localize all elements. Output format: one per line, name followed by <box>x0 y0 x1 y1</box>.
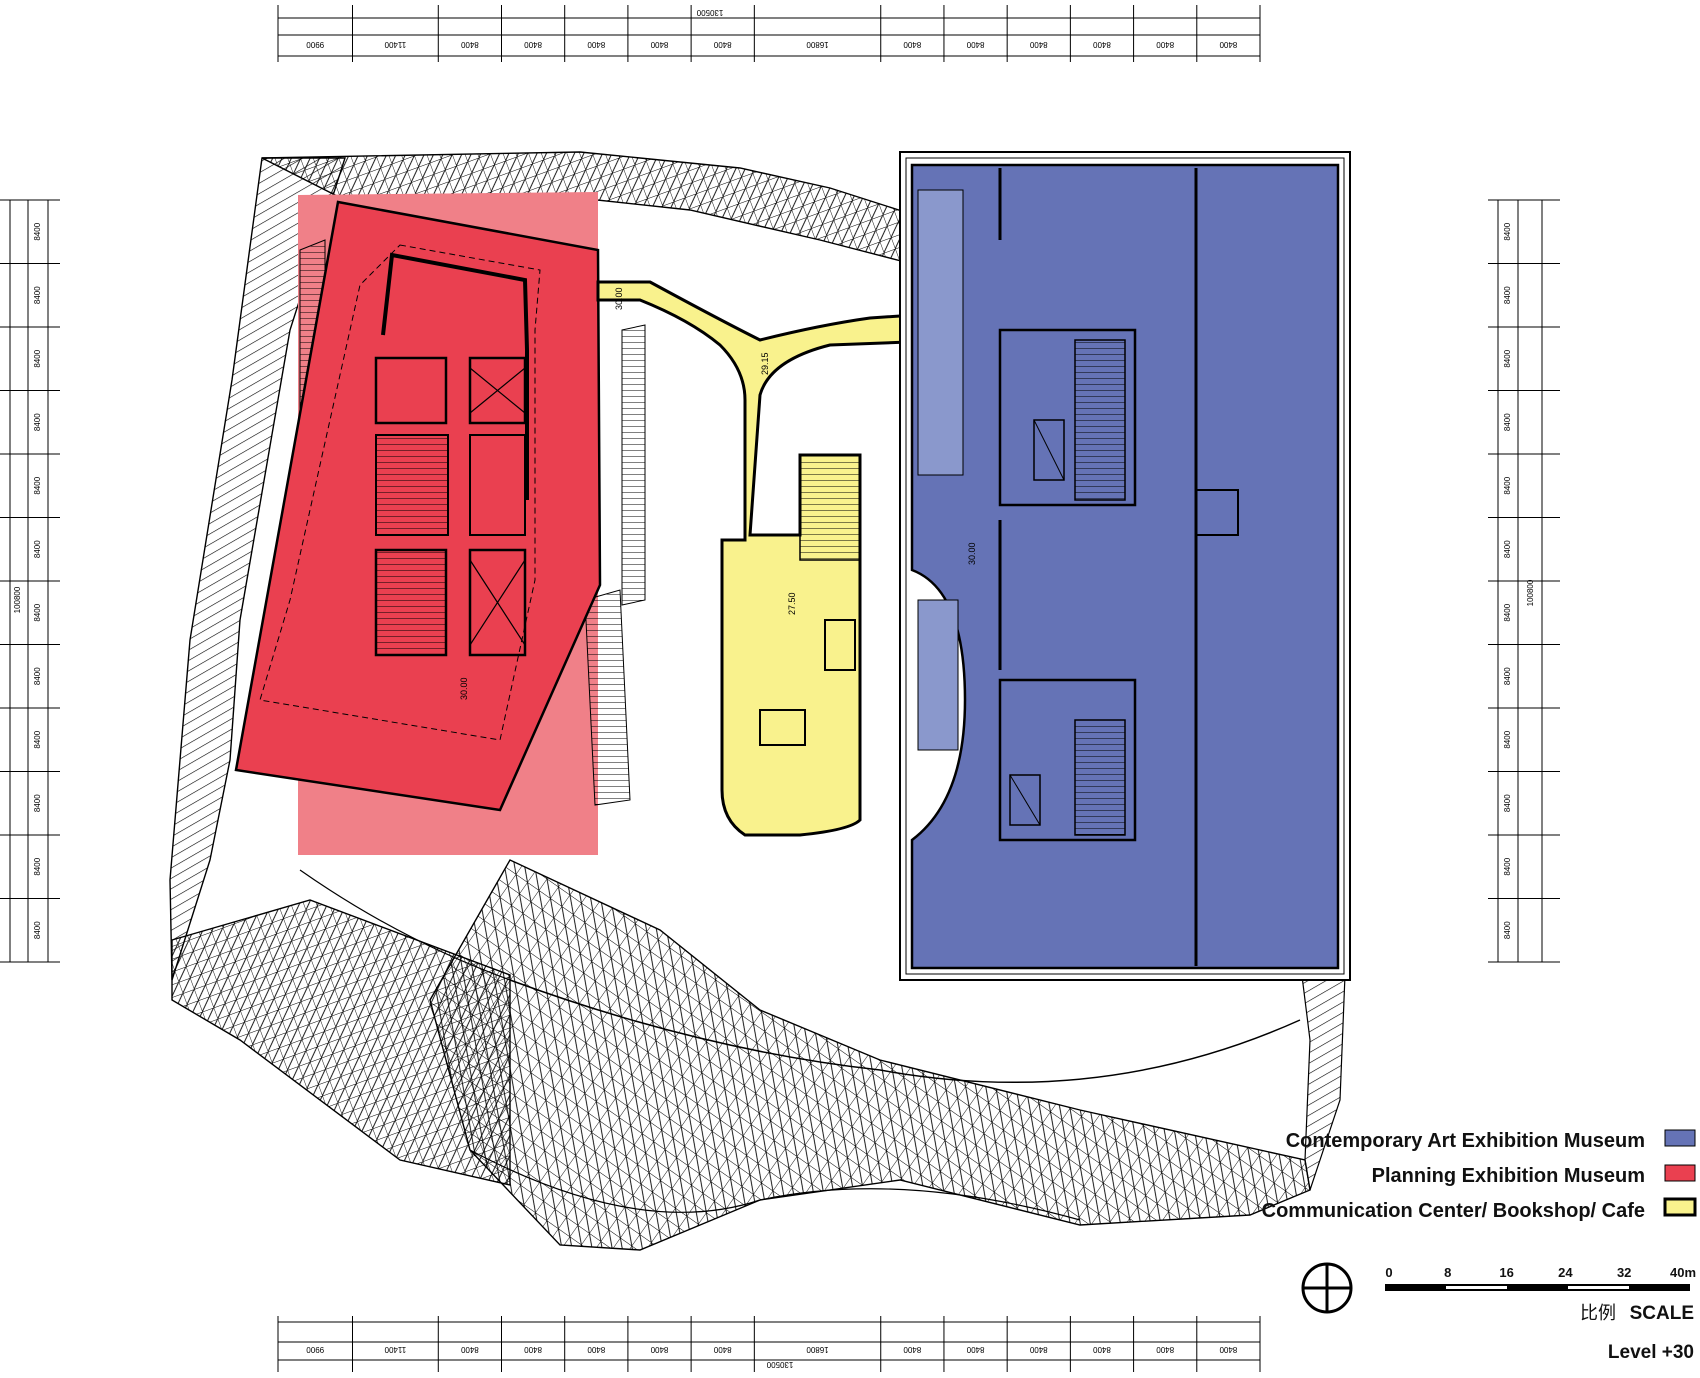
bottom-dimension-label: 8400 <box>903 1345 921 1354</box>
scale-tick-label: 40m <box>1670 1265 1696 1280</box>
top-dimension-label: 8400 <box>903 40 921 49</box>
legend-label-communication-center: Communication Center/ Bookshop/ Cafe <box>1262 1200 1645 1222</box>
top-dimension-strip: 9900 11400 8400 8400 8400 8400 8400 16800 8400 84… <box>277 5 1261 62</box>
left-dimension-label: 8400 <box>33 667 42 685</box>
right-dimension-label: 8400 <box>1503 222 1512 240</box>
scale-label-en: SCALE <box>1630 1303 1694 1324</box>
north-arrow-icon <box>1301 1262 1353 1314</box>
scale-label-cn: 比例 <box>1580 1303 1616 1324</box>
top-dimension-ticks: 9900 11400 8400 8400 8400 8400 8400 16800 8400 84… <box>277 5 1261 62</box>
right-dimension-label: 8400 <box>1503 540 1512 558</box>
planning-exhibition-museum-zone: 30.00 <box>234 200 602 812</box>
bottom-dimension-label: 11400 <box>384 1345 406 1354</box>
left-dimension-label: 8400 <box>33 540 42 558</box>
scale-bar: 0 8 16 24 32 40m 比例 SCALE <box>1385 1265 1696 1324</box>
scale-tick-label: 0 <box>1385 1265 1392 1280</box>
right-dimension-label: 8400 <box>1503 603 1512 621</box>
bottom-dimension-label: 8400 <box>713 1345 731 1354</box>
legend-label-contemporary-art: Contemporary Art Exhibition Museum <box>1286 1130 1645 1152</box>
left-dimension-label: 8400 <box>33 921 42 939</box>
bottom-dimension-label: 8400 <box>966 1345 984 1354</box>
top-dimension-label: 11400 <box>384 40 406 49</box>
left-dimension-label: 8400 <box>33 222 42 240</box>
left-dimension-label: 8400 <box>33 603 42 621</box>
right-dimension-total: 100800 <box>1526 579 1535 606</box>
left-dimension-label: 8400 <box>33 857 42 875</box>
red-core-lower <box>374 548 527 657</box>
right-dimension-label: 8400 <box>1503 667 1512 685</box>
left-dimension-label: 8400 <box>33 730 42 748</box>
bottom-dimension-label: 8400 <box>1156 1345 1174 1354</box>
left-dimension-label: 8400 <box>33 286 42 304</box>
bottom-dimension-strip: 9900 11400 8400 8400 8400 8400 8400 16800 8400 84… <box>277 1316 1261 1372</box>
blue-level-mark: 30.00 <box>967 542 977 565</box>
bridge-level-mark-lower: 29.15 <box>760 352 770 375</box>
yellow-level-mark: 27.50 <box>787 592 797 615</box>
legend: Contemporary Art Exhibition Museum Plann… <box>1262 1129 1697 1222</box>
bottom-dimension-label: 8400 <box>587 1345 605 1354</box>
legend-swatch-contemporary-art <box>1664 1129 1696 1147</box>
left-dimension-label: 8400 <box>33 794 42 812</box>
red-level-mark: 30.00 <box>459 677 469 700</box>
scale-tick-label: 16 <box>1499 1265 1513 1280</box>
left-dimension-label: 8400 <box>33 349 42 367</box>
bottom-dimension-label: 8400 <box>460 1345 478 1354</box>
right-dimension-label: 8400 <box>1503 794 1512 812</box>
right-dimension-ticks: 8400 8400 8400 8400 8400 8400 8400 8400 8400 8400… <box>1488 199 1560 963</box>
right-dimension-label: 8400 <box>1503 921 1512 939</box>
communication-center-zone: 30.00 29.15 27.50 <box>596 280 962 837</box>
top-dimension-label: 8400 <box>1219 40 1237 49</box>
left-dimension-total: 100800 <box>13 586 22 613</box>
top-dimension-label: 8400 <box>650 40 668 49</box>
bottom-dimension-ticks: 9900 11400 8400 8400 8400 8400 8400 16800 8400 84… <box>277 1316 1261 1372</box>
scale-tick-labels: 0 8 16 24 32 40m <box>1385 1265 1696 1280</box>
bottom-dimension-label: 16800 <box>806 1345 829 1354</box>
right-dimension-label: 8400 <box>1503 286 1512 304</box>
blue-core-upper <box>998 328 1137 507</box>
level-label: Level +30 <box>1608 1342 1694 1363</box>
right-dimension-label: 8400 <box>1503 476 1512 494</box>
bottom-dimension-label: 9900 <box>306 1345 324 1354</box>
right-dimension-strip: 8400 8400 8400 8400 8400 8400 8400 8400 8400 8400… <box>1488 199 1560 963</box>
bottom-dimension-label: 8400 <box>1093 1345 1111 1354</box>
red-core-upper <box>374 356 527 536</box>
scale-tick-label: 8 <box>1444 1265 1451 1280</box>
left-dimension-ticks: 8400 8400 8400 8400 8400 8400 8400 8400 8400 8400… <box>0 199 60 963</box>
right-dimension-label: 8400 <box>1503 730 1512 748</box>
scale-tick-label: 24 <box>1558 1265 1573 1280</box>
contemporary-art-museum-zone: 30.00 <box>899 151 1351 981</box>
left-dimension-label: 8400 <box>33 413 42 431</box>
left-dimension-strip: 8400 8400 8400 8400 8400 8400 8400 8400 8400 8400… <box>0 199 60 963</box>
scale-tick-label: 32 <box>1617 1265 1631 1280</box>
top-dimension-label: 8400 <box>713 40 731 49</box>
top-dimension-label: 8400 <box>524 40 542 49</box>
right-dimension-label: 8400 <box>1503 413 1512 431</box>
left-dimension-label: 8400 <box>33 476 42 494</box>
top-dimension-label: 8400 <box>460 40 478 49</box>
top-dimension-label: 8400 <box>1156 40 1174 49</box>
roof-canopy-mesh <box>169 151 1346 1251</box>
top-dimension-total: 130500 <box>696 8 723 17</box>
legend-swatch-planning-museum <box>1664 1164 1696 1182</box>
top-dimension-label: 8400 <box>1029 40 1047 49</box>
bottom-dimension-label: 8400 <box>1219 1345 1237 1354</box>
right-dimension-label: 8400 <box>1503 349 1512 367</box>
bottom-dimension-label: 8400 <box>1029 1345 1047 1354</box>
bridge-level-mark-upper: 30.00 <box>614 287 624 310</box>
right-dimension-label: 8400 <box>1503 857 1512 875</box>
top-dimension-label: 8400 <box>966 40 984 49</box>
bottom-dimension-total: 130500 <box>766 1360 793 1369</box>
top-dimension-label: 9900 <box>306 40 324 49</box>
top-dimension-label: 8400 <box>587 40 605 49</box>
legend-swatch-communication-center <box>1663 1197 1697 1217</box>
top-dimension-label: 16800 <box>806 40 829 49</box>
legend-label-planning-museum: Planning Exhibition Museum <box>1372 1165 1645 1187</box>
bottom-dimension-label: 8400 <box>524 1345 542 1354</box>
blue-core-lower <box>998 678 1137 842</box>
top-dimension-label: 8400 <box>1093 40 1111 49</box>
bottom-dimension-label: 8400 <box>650 1345 668 1354</box>
